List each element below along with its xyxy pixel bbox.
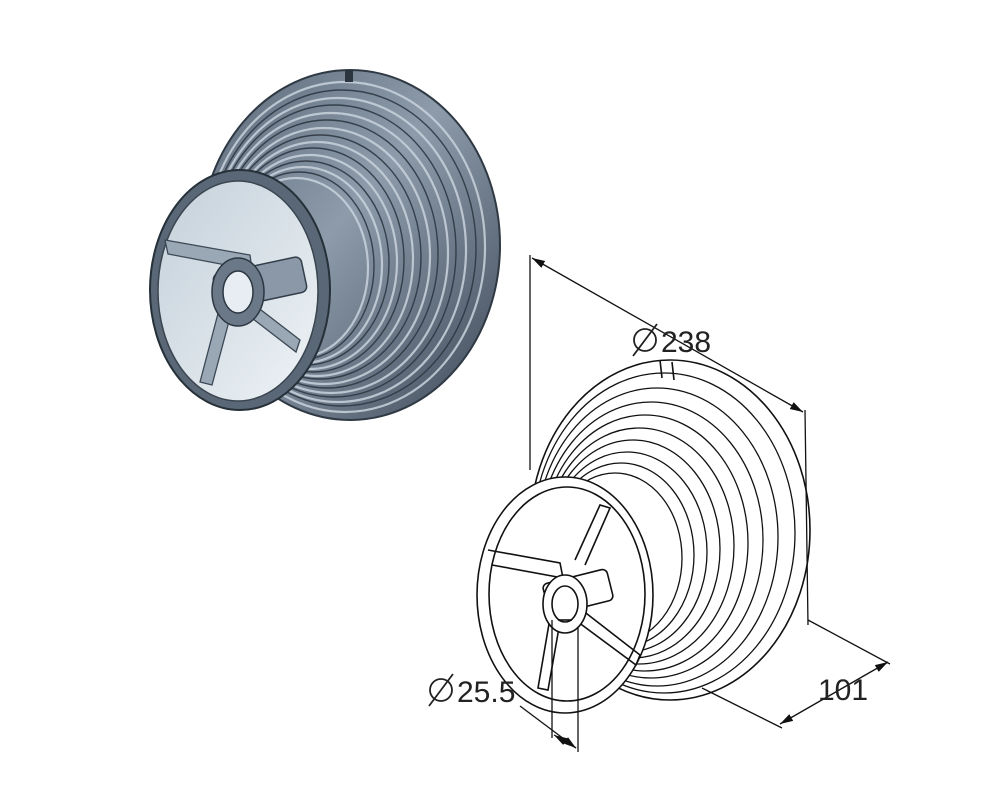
shaded-drum-render xyxy=(149,69,501,421)
width-value: 101 xyxy=(818,674,868,707)
outer-diameter-value: 238 xyxy=(661,326,711,359)
line-hub xyxy=(542,568,614,634)
dim-line-outer-diameter xyxy=(531,257,804,413)
label-outer-diameter: 238 xyxy=(632,323,711,359)
diameter-icon xyxy=(428,673,454,707)
dimension-labels: 238 25.5 101 xyxy=(428,323,868,709)
dim-line-width xyxy=(779,661,889,725)
bore-diameter-value: 25.5 xyxy=(457,676,515,709)
line-spokes xyxy=(487,504,641,691)
dimension-lines xyxy=(519,255,891,752)
label-bore-diameter: 25.5 xyxy=(428,673,515,709)
diameter-icon xyxy=(632,323,658,357)
render-hub xyxy=(211,256,308,327)
line-drawing-drum xyxy=(476,359,811,714)
